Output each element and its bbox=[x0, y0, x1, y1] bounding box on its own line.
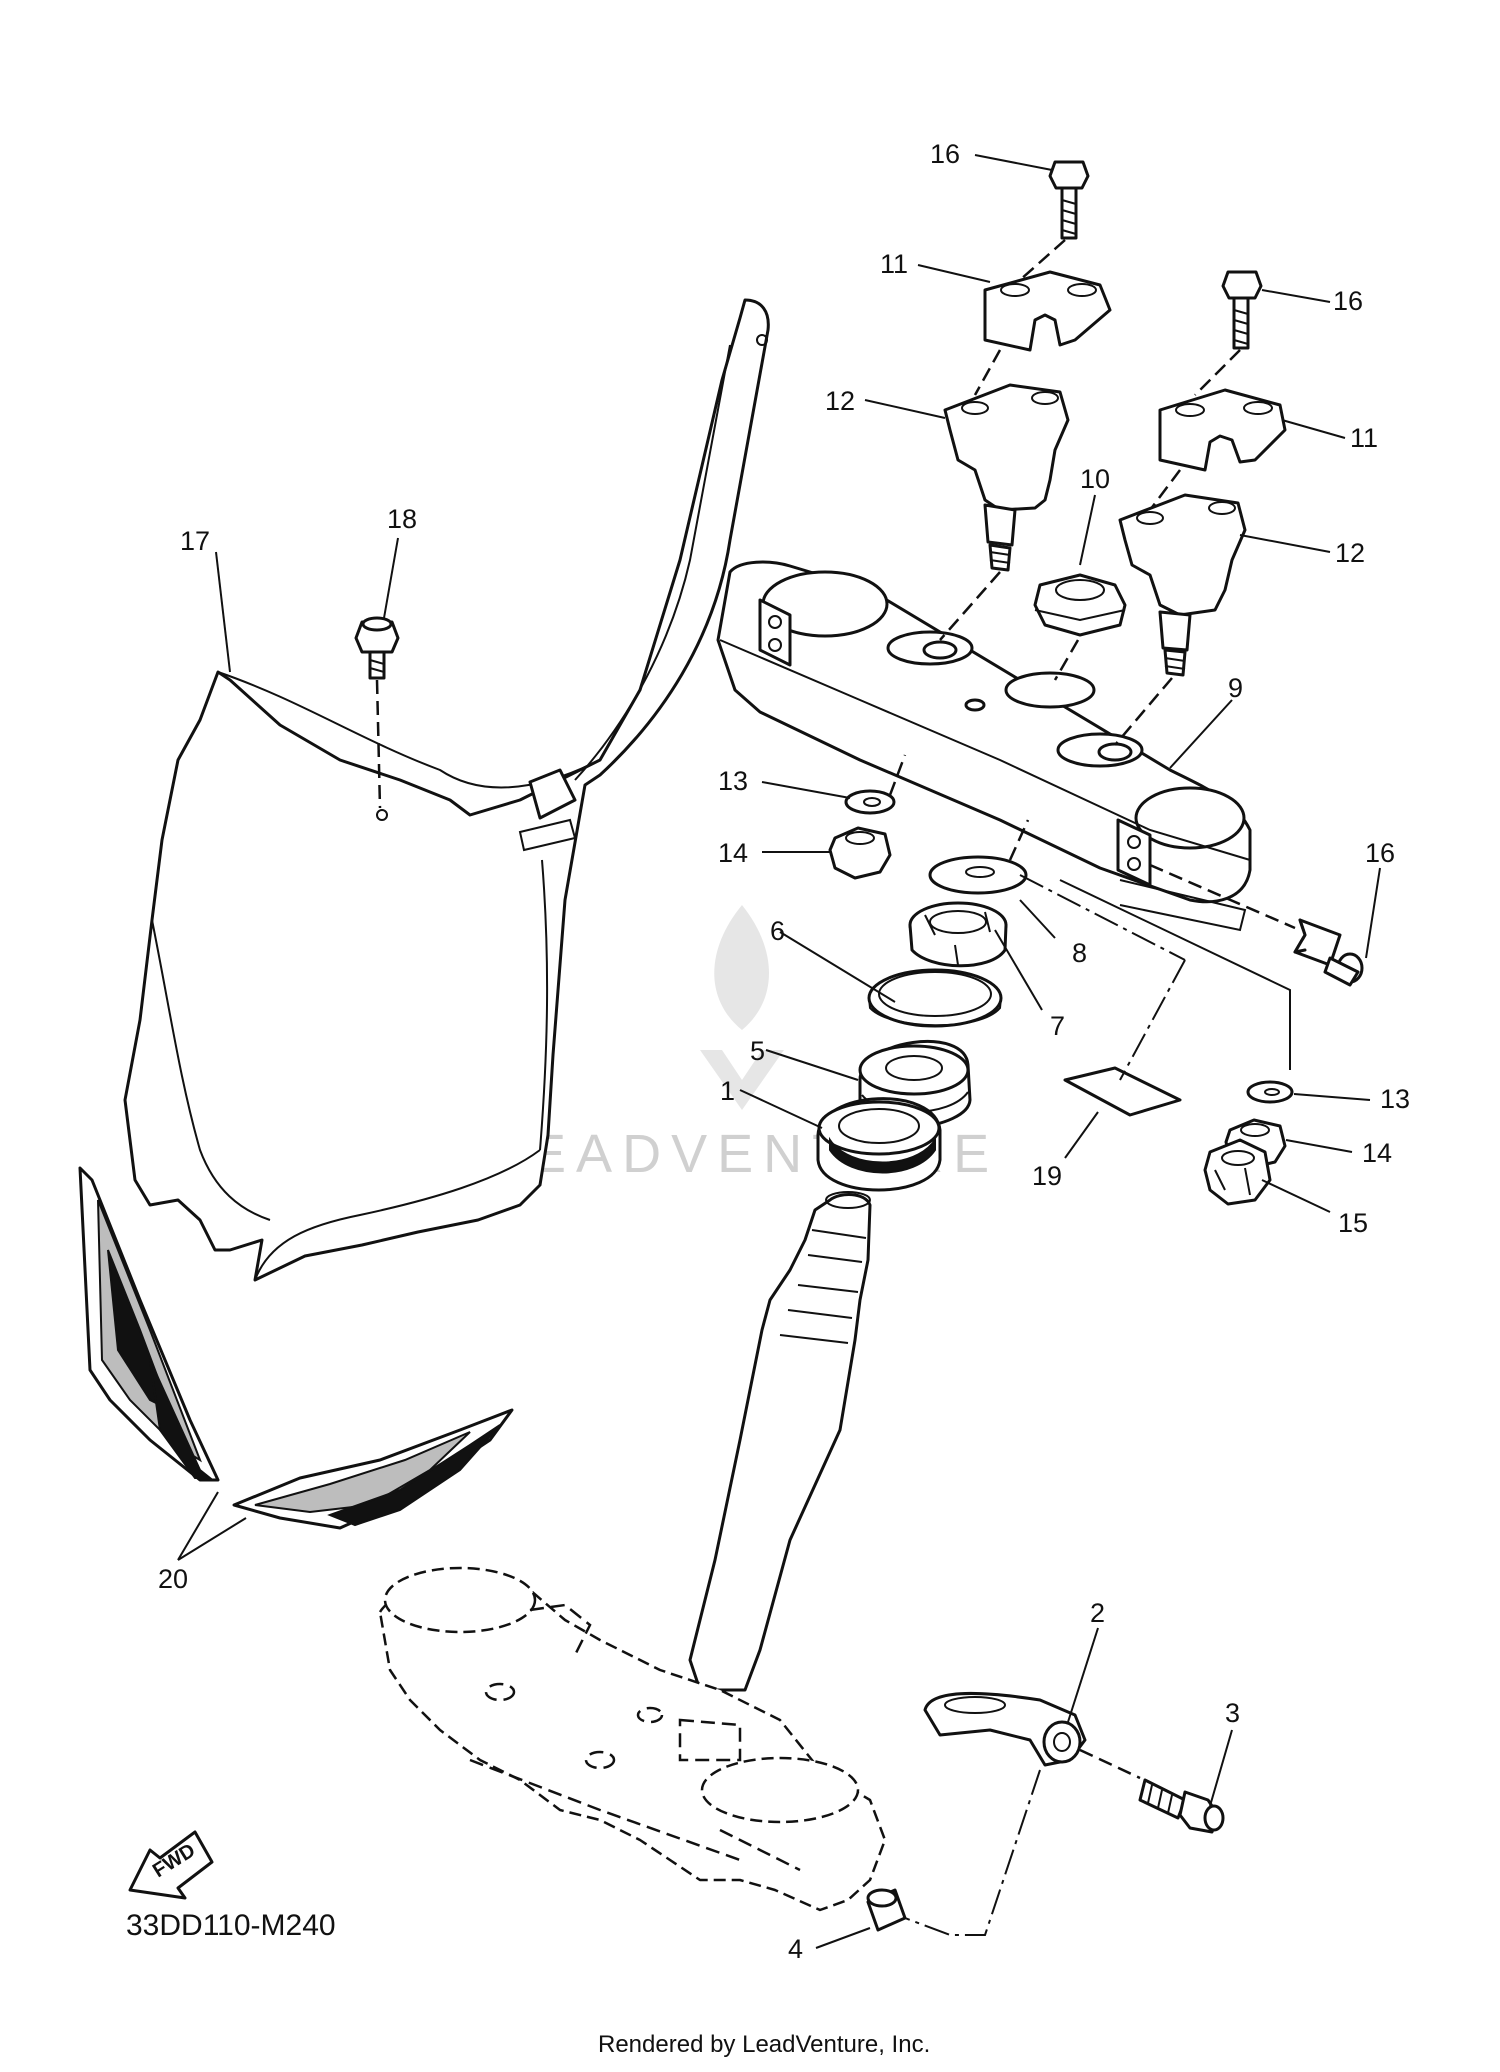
part-12-lower-clamp-right bbox=[1118, 493, 1247, 677]
part-19-label bbox=[1063, 1066, 1182, 1117]
callout-10: 10 bbox=[1080, 464, 1110, 494]
fwd-arrow-icon: FWD bbox=[128, 1830, 214, 1900]
callout-12-right: 12 bbox=[1335, 538, 1365, 568]
part-lower-triple-clamp bbox=[378, 1566, 887, 1912]
part-10-stem-nut bbox=[1033, 573, 1127, 637]
part-16-bolt-right bbox=[1149, 863, 1364, 987]
diagram-code: 33DD110-M240 bbox=[126, 1909, 336, 1942]
part-11-upper-clamp-right bbox=[1158, 388, 1287, 472]
part-1-bearing-lower bbox=[816, 1097, 942, 1192]
part-9-upper-triple-clamp bbox=[716, 560, 1252, 932]
callout-12-left: 12 bbox=[825, 386, 855, 416]
callout-13-right: 13 bbox=[1380, 1084, 1410, 1114]
callout-14-right: 14 bbox=[1362, 1138, 1392, 1168]
part-20-decals bbox=[78, 1166, 514, 1561]
part-8-washer bbox=[928, 855, 1028, 895]
callout-9: 9 bbox=[1228, 673, 1243, 703]
part-11-upper-clamp-left bbox=[983, 270, 1112, 352]
callout-19: 19 bbox=[1032, 1161, 1062, 1191]
part-12-lower-clamp-left bbox=[943, 383, 1070, 572]
callout-2: 2 bbox=[1090, 1598, 1105, 1628]
callout-18: 18 bbox=[387, 504, 417, 534]
callout-4: 4 bbox=[788, 1934, 803, 1964]
part-7-ring-nut bbox=[908, 901, 1008, 968]
callout-8: 8 bbox=[1072, 938, 1087, 968]
callout-6: 6 bbox=[770, 916, 785, 946]
callout-1: 1 bbox=[720, 1076, 735, 1106]
callout-7: 7 bbox=[1050, 1011, 1065, 1041]
part-3-bolt bbox=[1138, 1778, 1225, 1834]
callout-16-lower: 16 bbox=[1365, 838, 1395, 868]
watermark-flame-icon bbox=[700, 905, 784, 1110]
callouts: 16 11 16 12 11 10 12 9 13 14 16 8 6 7 5 … bbox=[158, 139, 1410, 1964]
part-13-washer-right bbox=[1246, 1080, 1294, 1104]
part-15-nut bbox=[1203, 1138, 1272, 1206]
callout-20: 20 bbox=[158, 1564, 188, 1594]
leader-lines bbox=[215, 154, 1381, 1949]
callout-16-right: 16 bbox=[1333, 286, 1363, 316]
part-4-collar bbox=[866, 1888, 907, 1932]
part-steering-stem bbox=[688, 1191, 872, 1692]
footer-credit: Rendered by LeadVenture, Inc. bbox=[598, 2031, 930, 2058]
callout-5: 5 bbox=[750, 1036, 765, 1066]
callout-14-left: 14 bbox=[718, 838, 748, 868]
part-17-number-plate bbox=[123, 298, 770, 1282]
callout-11-right: 11 bbox=[1350, 423, 1378, 453]
callout-11-left: 11 bbox=[880, 249, 908, 279]
part-6-dust-seal bbox=[867, 968, 1003, 1028]
callout-16-top: 16 bbox=[930, 139, 960, 169]
callout-3: 3 bbox=[1225, 1698, 1240, 1728]
callout-13-left: 13 bbox=[718, 766, 748, 796]
part-14-nut-left bbox=[828, 826, 892, 880]
part-13-washer-left bbox=[844, 789, 896, 815]
callout-15: 15 bbox=[1338, 1208, 1368, 1238]
part-16-bolt-top bbox=[1048, 160, 1090, 240]
part-2-cable-guide bbox=[923, 1691, 1087, 1767]
part-18-bolt bbox=[354, 616, 400, 809]
part-16-bolt-right-top bbox=[1221, 270, 1263, 350]
callout-17: 17 bbox=[180, 526, 210, 556]
